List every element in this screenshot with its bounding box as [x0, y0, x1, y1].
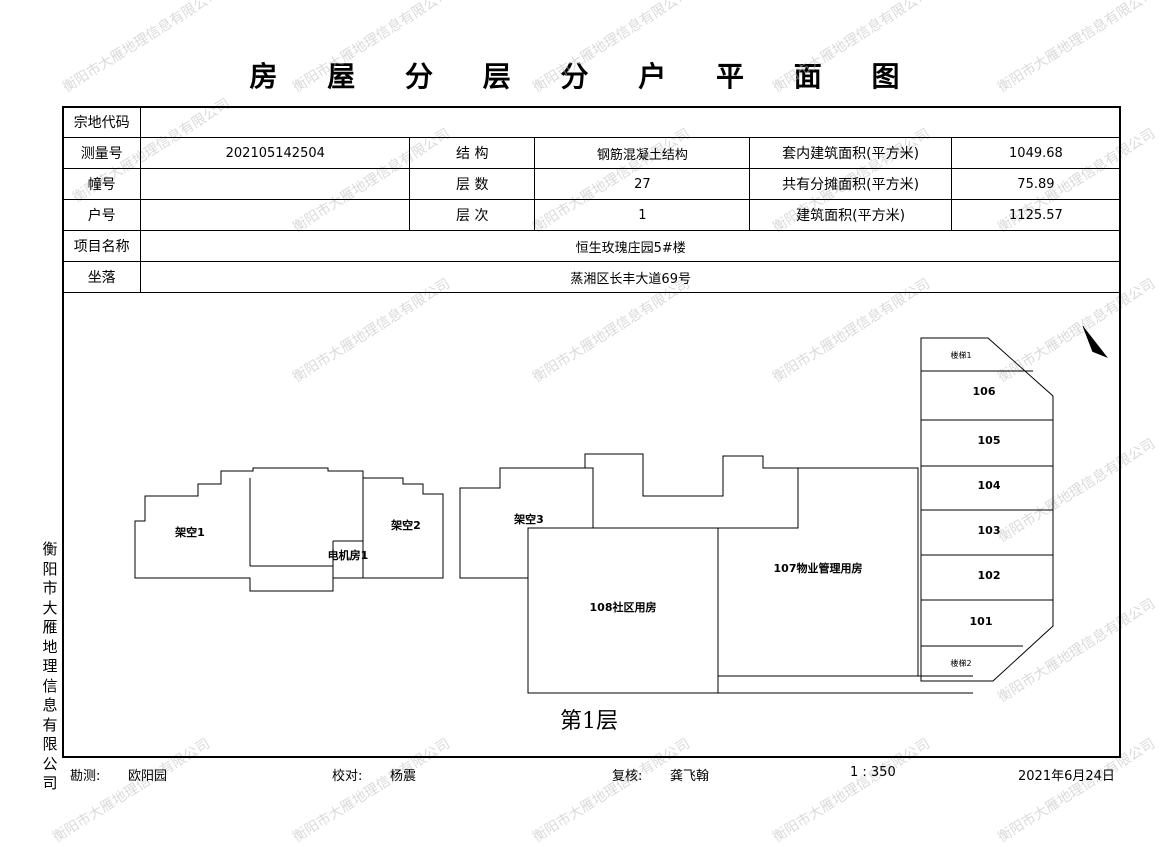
inner-area-label: 套内建筑面积(平方米): [749, 137, 952, 169]
right-column-outline: [920, 337, 1054, 682]
project-name-value: 恒生玫瑰庄园5#楼: [140, 230, 1121, 262]
floor-plan: 架空1 架空2 架空3 电机房1 108社区用房 107物业管理用房 106 1…: [134, 325, 1108, 694]
room-label-jk3: 架空3: [513, 512, 544, 526]
surveyor-name: 欧阳园: [128, 769, 168, 784]
scale-text: 1 : 350: [850, 765, 896, 780]
parcel-code-value: [140, 106, 1121, 138]
room-label-103: 103: [978, 524, 1001, 537]
room-label-101: 101: [970, 615, 993, 628]
structure-value: 钢筋混凝土结构: [534, 137, 751, 169]
property-info-table: 宗地代码 测量号 202105142504 结 构 钢筋混凝土结构 套内建筑面积…: [61, 106, 1122, 293]
checker-label: 校对:: [332, 769, 363, 784]
survey-no-value: 202105142504: [140, 137, 411, 169]
floors-label: 层 数: [409, 168, 536, 200]
unit-no-label: 户号: [61, 199, 142, 231]
page-title: 房 屋 分 层 分 户 平 面 图: [249, 60, 920, 93]
reviewer-name: 龚飞翰: [670, 769, 710, 784]
survey-no-label: 测量号: [61, 137, 142, 169]
surveyor-label: 勘测:: [70, 769, 101, 784]
floor-label: 第1层: [560, 709, 618, 734]
room-label-jifang: 电机房1: [328, 548, 369, 562]
building-no-value: [140, 168, 411, 200]
shared-area-value: 75.89: [950, 168, 1122, 200]
north-arrow-icon: [1082, 325, 1108, 358]
room-label-106: 106: [973, 385, 996, 398]
location-value: 蒸湘区长丰大道69号: [140, 261, 1121, 293]
shared-area-label: 共有分摊面积(平方米): [749, 168, 952, 200]
room-label-102: 102: [978, 569, 1001, 582]
project-name-label: 项目名称: [61, 230, 142, 262]
checker-name: 杨震: [390, 769, 417, 784]
floors-value: 27: [534, 168, 751, 200]
room-label-107: 107物业管理用房: [774, 561, 863, 575]
room-label-stair1: 楼梯1: [950, 350, 971, 360]
building-no-label: 幢号: [61, 168, 142, 200]
inner-area-value: 1049.68: [950, 137, 1122, 169]
room-label-jk2: 架空2: [390, 518, 421, 532]
building-area-value: 1125.57: [950, 199, 1122, 231]
structure-label: 结 构: [409, 137, 536, 169]
room-label-jk1: 架空1: [174, 525, 205, 539]
parcel-code-label: 宗地代码: [61, 106, 142, 138]
floor-level-value: 1: [534, 199, 751, 231]
unit-no-value: [140, 199, 411, 231]
room-label-105: 105: [978, 434, 1001, 447]
date-text: 2021年6月24日: [1018, 769, 1115, 784]
building-area-label: 建筑面积(平方米): [749, 199, 952, 231]
floor-level-label: 层 次: [409, 199, 536, 231]
reviewer-label: 复核:: [612, 769, 643, 784]
location-label: 坐落: [61, 261, 142, 293]
room-label-104: 104: [978, 479, 1001, 492]
room-label-108: 108社区用房: [590, 600, 657, 614]
room-label-stair2: 楼梯2: [950, 658, 971, 668]
side-company-name: 衡阳市大雁地理信息有限公司: [42, 540, 58, 792]
